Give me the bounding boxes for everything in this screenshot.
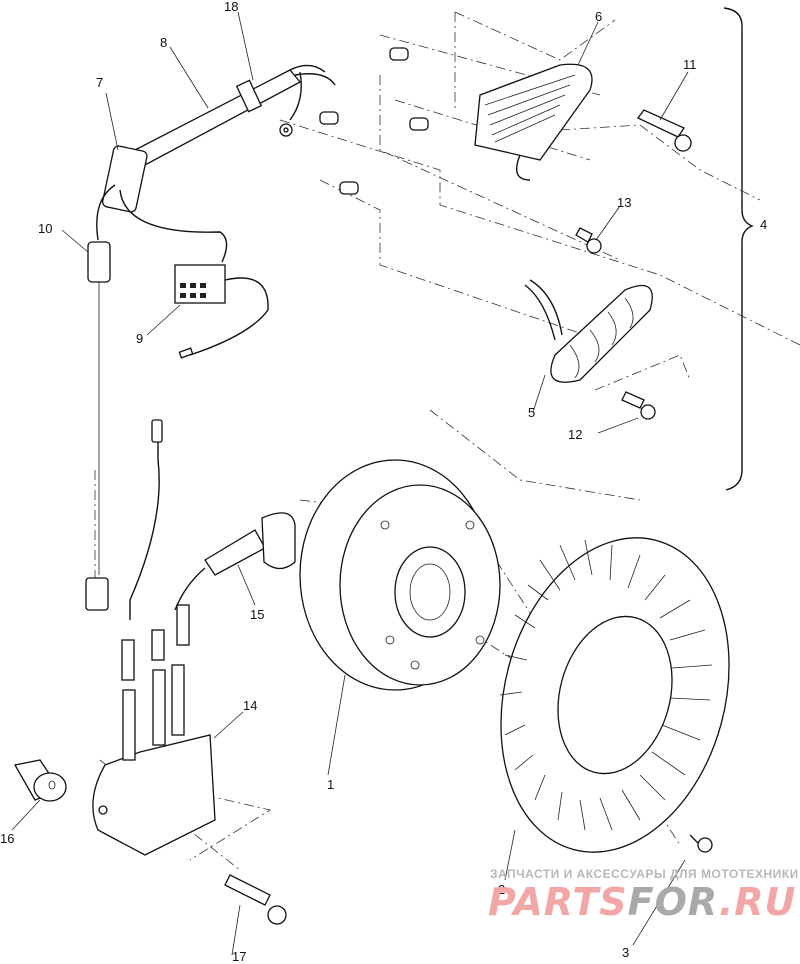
wire-harness-drawing bbox=[134, 64, 336, 166]
charge-coil-drawing bbox=[474, 63, 593, 181]
callout-10: 10 bbox=[38, 221, 53, 236]
callout-5: 5 bbox=[528, 405, 536, 420]
assembly-brace bbox=[723, 7, 754, 491]
callout-15: 15 bbox=[250, 607, 265, 622]
watermark-brand-ru: .RU bbox=[718, 880, 797, 924]
callout-12: 12 bbox=[568, 427, 583, 442]
lighting-coil-drawing bbox=[524, 279, 653, 383]
callout-4: 4 bbox=[760, 217, 768, 232]
leader-lines bbox=[11, 11, 689, 956]
watermark-subtitle: ЗАПЧАСТИ И АКСЕССУАРЫ ДЛЯ МОТОТЕХНИКИ bbox=[490, 867, 799, 881]
watermark-logo: PARTSFOR.RU bbox=[488, 880, 796, 924]
wire-terminal-drawing bbox=[129, 425, 160, 620]
spark-plug-cap-drawing bbox=[174, 512, 296, 611]
spacer-drawing bbox=[13, 759, 67, 802]
callout-2: 2 bbox=[498, 882, 506, 897]
callout-7: 7 bbox=[96, 75, 104, 90]
watermark-brand-for: FOR bbox=[627, 880, 719, 924]
callout-3: 3 bbox=[622, 945, 630, 960]
callout-1: 1 bbox=[327, 777, 335, 792]
callout-18: 18 bbox=[224, 0, 239, 14]
connector-drawing bbox=[87, 241, 111, 283]
connector-block-drawing bbox=[174, 264, 269, 359]
callout-17: 17 bbox=[232, 949, 247, 964]
grommet-drawing bbox=[101, 145, 148, 213]
flywheel-drawing bbox=[299, 459, 501, 691]
fan-drawing bbox=[499, 537, 730, 853]
wires-drawing bbox=[96, 184, 228, 263]
bolts-drawing bbox=[224, 109, 713, 925]
callout-13: 13 bbox=[617, 195, 632, 210]
callout-8: 8 bbox=[160, 35, 168, 50]
ignition-coil-drawing bbox=[92, 604, 216, 856]
callout-9: 9 bbox=[136, 331, 144, 346]
callout-16: 16 bbox=[0, 831, 15, 846]
callout-11: 11 bbox=[683, 57, 697, 72]
callout-14: 14 bbox=[243, 698, 258, 713]
watermark-brand-parts: PARTS bbox=[488, 880, 628, 924]
callout-6: 6 bbox=[595, 9, 603, 24]
